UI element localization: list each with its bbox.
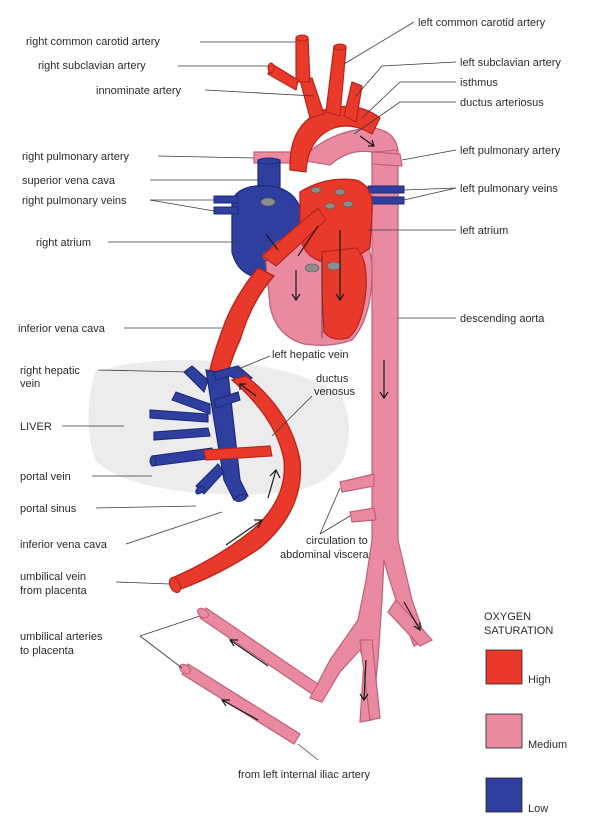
label-from-iliac: from left internal iliac artery bbox=[238, 769, 371, 781]
label-circulation-line2: abdominal viscera bbox=[280, 549, 370, 561]
label-right-hepatic-vein-line1: right hepatic bbox=[20, 365, 80, 377]
legend-swatch-high bbox=[485, 649, 523, 685]
right-iliac-lower bbox=[359, 639, 381, 721]
right-subclavian-artery bbox=[267, 63, 299, 91]
legend-title-line1: OXYGEN bbox=[484, 611, 531, 623]
right-pulmonary-veins bbox=[213, 195, 239, 215]
left-atrium bbox=[299, 178, 373, 263]
left-ventricle bbox=[321, 247, 367, 340]
label-right-pulmonary-veins: right pulmonary veins bbox=[22, 195, 127, 207]
label-portal-vein: portal vein bbox=[20, 471, 71, 483]
label-left-pulmonary-veins: left pulmonary veins bbox=[460, 183, 558, 195]
label-liver: LIVER bbox=[20, 421, 52, 433]
flow-arrows bbox=[220, 135, 421, 721]
label-right-pulmonary-artery: right pulmonary artery bbox=[22, 151, 129, 163]
label-portal-sinus: portal sinus bbox=[20, 503, 77, 515]
label-left-atrium: left atrium bbox=[460, 225, 508, 237]
descending-aorta bbox=[309, 149, 433, 723]
left-subclavian-artery bbox=[343, 81, 363, 123]
aortic-arch bbox=[267, 34, 381, 173]
label-superior-vena-cava: superior vena cava bbox=[22, 175, 116, 187]
label-umbilical-arteries-line2: to placenta bbox=[20, 645, 75, 657]
label-innominate: innominate artery bbox=[96, 85, 181, 97]
legend-title-line2: SATURATION bbox=[484, 625, 553, 637]
label-right-atrium: right atrium bbox=[36, 237, 91, 249]
right-common-carotid-artery bbox=[295, 37, 311, 83]
label-left-hepatic-vein: left hepatic vein bbox=[272, 349, 348, 361]
label-circulation-line1: circulation to bbox=[306, 535, 368, 547]
label-ductus-venosus-line2: venosus bbox=[314, 386, 355, 398]
label-ductus-venosus-line1: ductus bbox=[316, 373, 349, 385]
label-right-hepatic-vein-line2: vein bbox=[20, 378, 40, 390]
label-umbilical-vein-line1: umbilical vein bbox=[20, 571, 86, 583]
legend-swatch-medium bbox=[485, 713, 523, 749]
oxygen-legend: OXYGEN SATURATION High Medium Low bbox=[484, 611, 567, 815]
label-umbilical-arteries-line1: umbilical arteries bbox=[20, 631, 103, 643]
left-common-carotid-artery bbox=[325, 45, 347, 117]
label-left-subclavian: left subclavian artery bbox=[460, 57, 561, 69]
leader-lines bbox=[62, 21, 457, 761]
ivc-stream bbox=[261, 207, 327, 267]
portal-sinus bbox=[203, 445, 273, 461]
label-right-common-carotid: right common carotid artery bbox=[26, 36, 160, 48]
labels: left common carotid artery right common … bbox=[18, 17, 561, 781]
label-inferior-vena-cava: inferior vena cava bbox=[18, 323, 106, 335]
legend-label-medium: Medium bbox=[528, 739, 567, 751]
label-umbilical-vein-line2: from placenta bbox=[20, 585, 88, 597]
legend-label-low: Low bbox=[528, 803, 548, 815]
umbilical-arteries bbox=[179, 607, 319, 745]
left-pulmonary-artery bbox=[371, 151, 403, 167]
label-left-common-carotid: left common carotid artery bbox=[418, 17, 546, 29]
hepatic-portal-veins bbox=[149, 365, 253, 502]
label-left-pulmonary-artery: left pulmonary artery bbox=[460, 145, 561, 157]
label-isthmus: isthmus bbox=[460, 77, 498, 89]
innominate-artery bbox=[299, 77, 325, 119]
label-right-subclavian: right subclavian artery bbox=[38, 60, 146, 72]
inferior-vena-cava bbox=[207, 267, 276, 381]
umbilical-vein bbox=[168, 375, 302, 594]
label-inferior-vena-cava-2: inferior vena cava bbox=[20, 539, 108, 551]
legend-label-high: High bbox=[528, 674, 551, 686]
viscera-branch-lower bbox=[349, 507, 377, 523]
label-descending-aorta: descending aorta bbox=[460, 313, 545, 325]
label-ductus-arteriosus: ductus arteriosus bbox=[460, 97, 544, 109]
viscera-branch-upper bbox=[339, 473, 375, 493]
legend-swatch-low bbox=[485, 777, 523, 813]
